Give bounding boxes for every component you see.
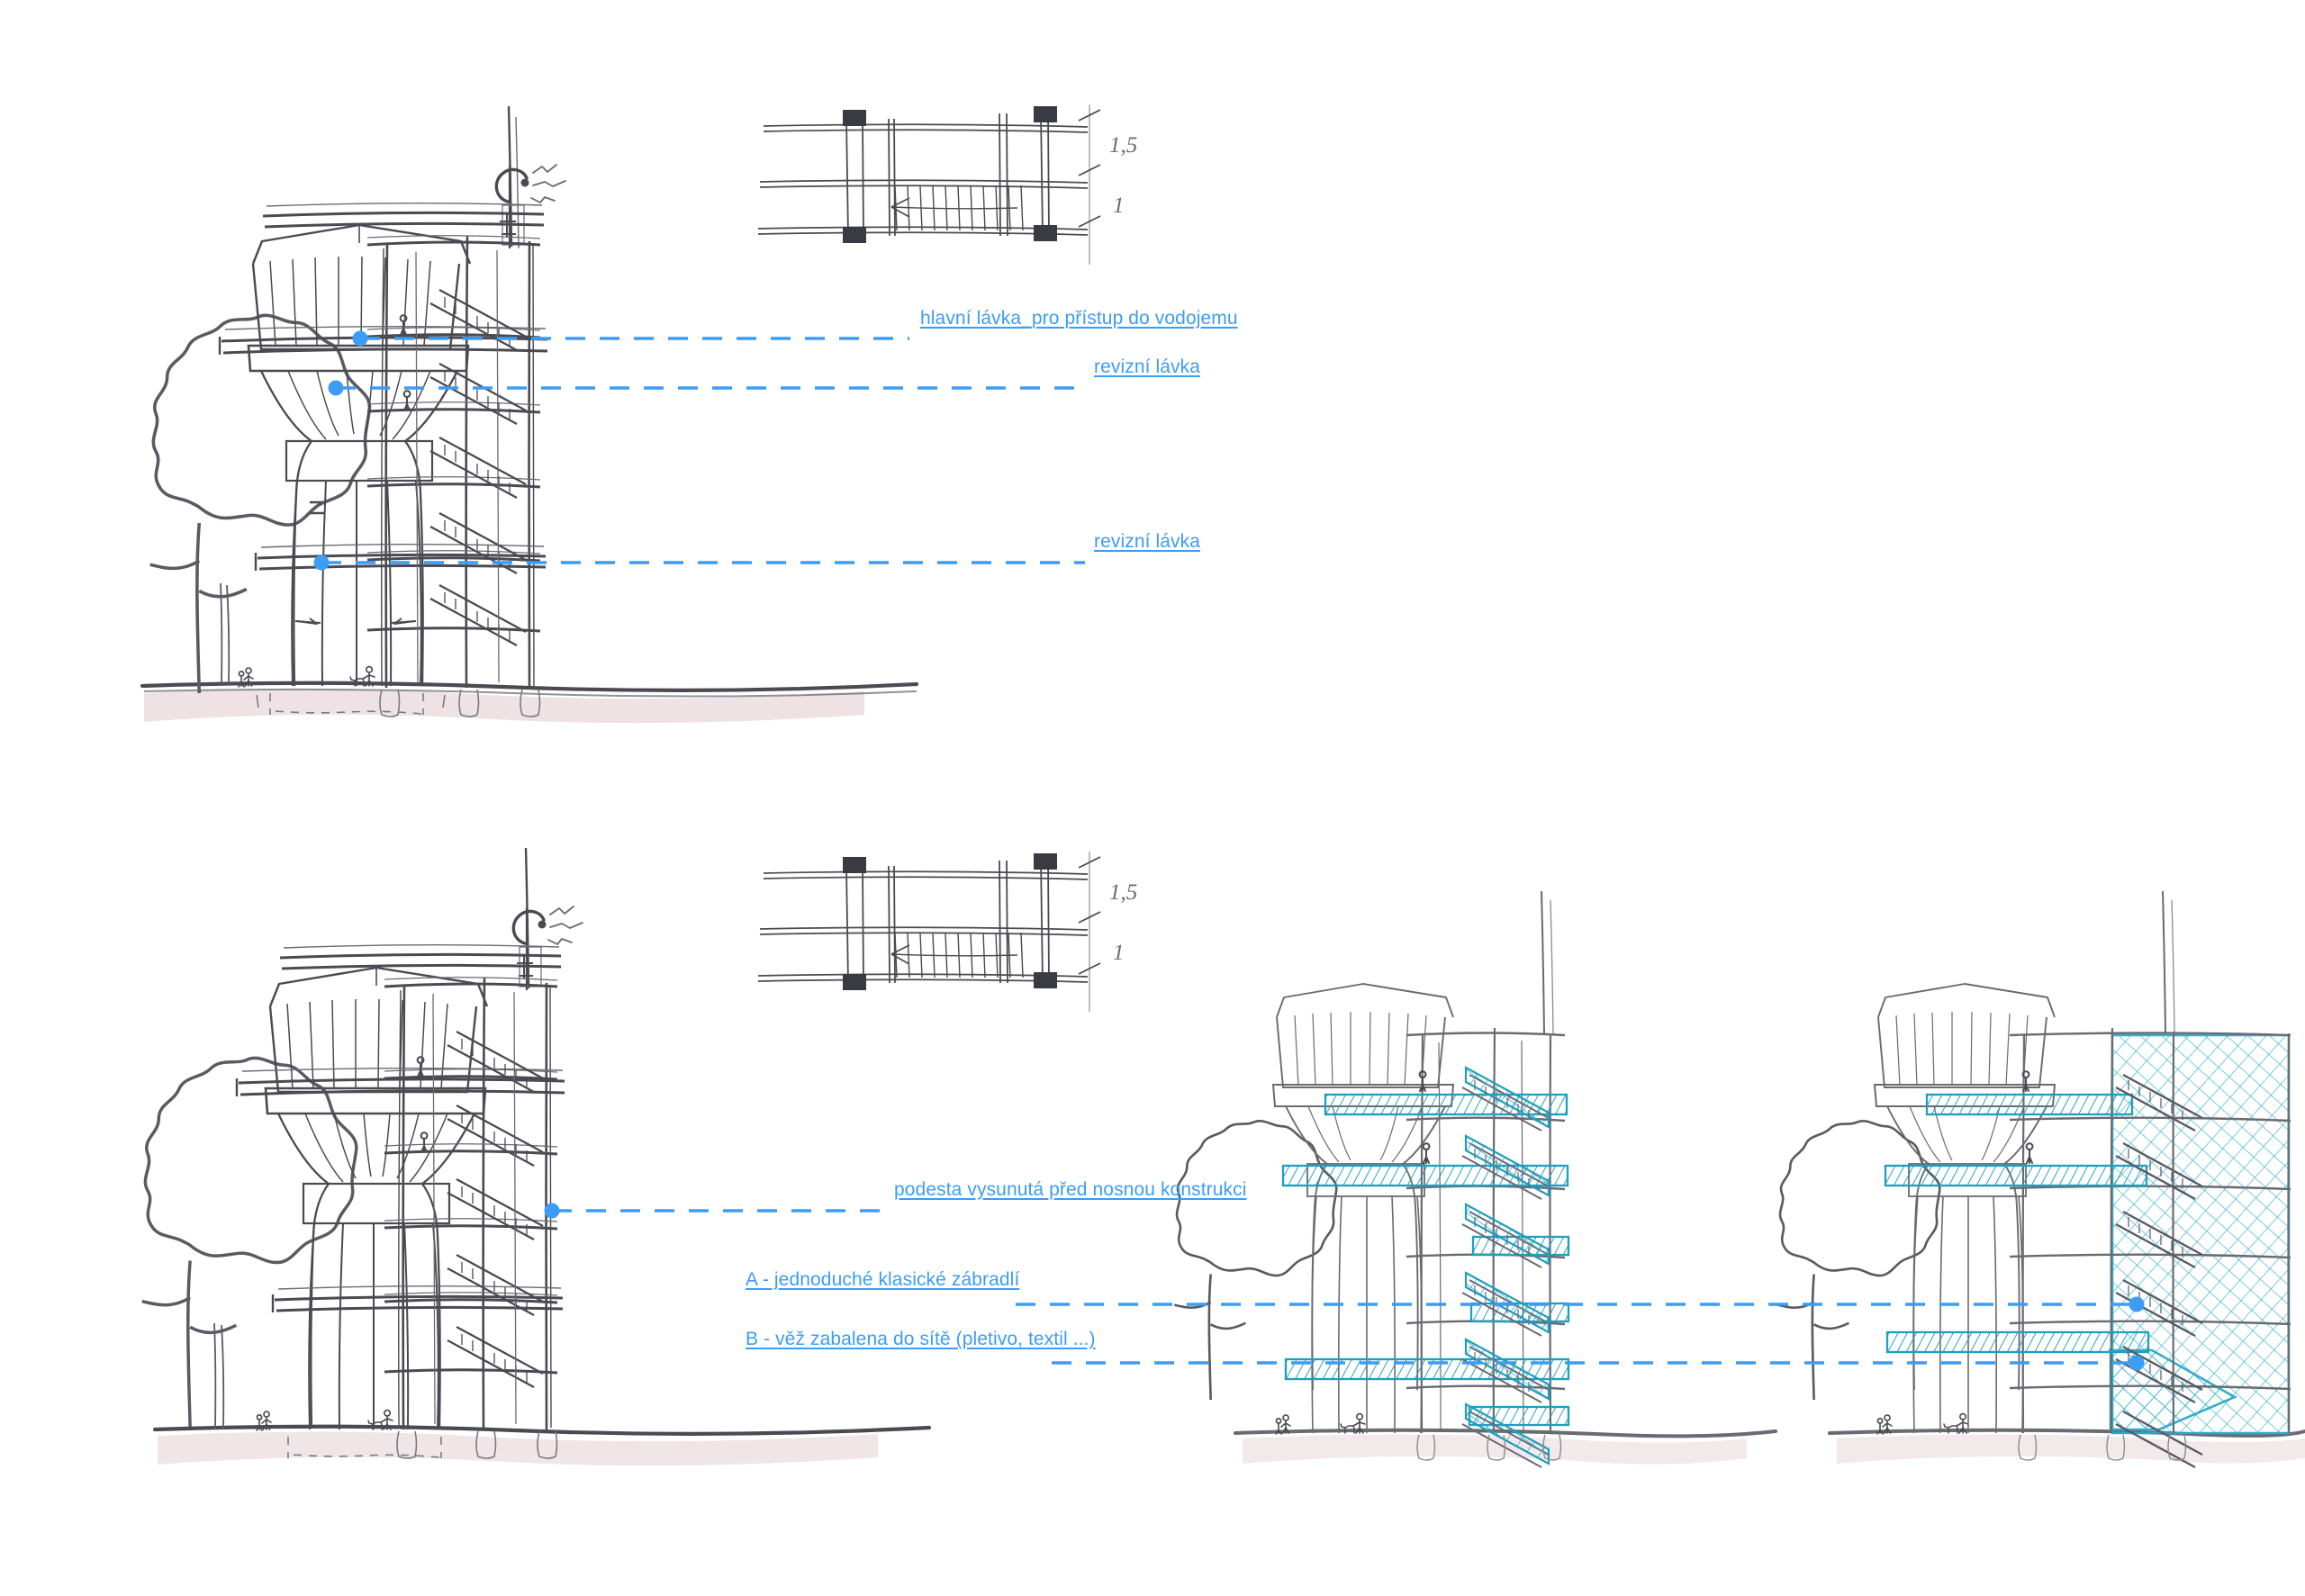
elevation-variant-a	[1173, 890, 1777, 1468]
elevation-top-left	[140, 105, 919, 724]
annotation-label-revizni-lavka-1: revizní lávka	[1094, 356, 1201, 377]
figure-on-walkway	[402, 390, 411, 411]
figure-on-walkway	[399, 314, 408, 336]
dimension-label-plan-bottom-2: 1	[1113, 941, 1125, 965]
antenna-icon	[494, 163, 567, 250]
dimension-label-plan-top-1: 1,5	[1109, 133, 1138, 158]
figure-on-walkway	[2025, 1142, 2034, 1164]
elevation-bottom-left	[140, 847, 932, 1466]
annotation-label-podesta: podesta vysunutá před nosnou konstrukci	[894, 1179, 1247, 1200]
figure-on-walkway	[1422, 1142, 1431, 1164]
figure-group	[1275, 1414, 1291, 1435]
plan-bottom	[757, 852, 1101, 1012]
net-wrap-hatch-b	[2109, 1033, 2291, 1435]
dimension-label-plan-bottom-1: 1,5	[1109, 880, 1138, 905]
figure-group	[1876, 1414, 1893, 1435]
annotation-label-hlavni-lavka: hlavní lávka_pro přístup do vodojemu	[920, 308, 1238, 329]
tree-icon	[1776, 1119, 1941, 1402]
annotation-label-variant-b: B - věž zabalena do sítě (pletivo, texti…	[746, 1329, 1096, 1349]
annotation-leaders-top	[313, 330, 1085, 571]
annotation-label-variant-a: A - jednoduché klasické zábradlí	[746, 1269, 1020, 1290]
antenna-icon	[511, 905, 584, 992]
dimension-label-plan-top-2: 1	[1113, 194, 1125, 218]
annotation-label-revizni-lavka-2: revizní lávka	[1094, 531, 1201, 552]
figure-on-walkway	[420, 1132, 429, 1153]
figure-on-walkway	[416, 1056, 425, 1078]
figure-group	[238, 667, 254, 688]
elevation-variant-b	[1776, 890, 2305, 1469]
annotation-leaders-bottom	[544, 1203, 2145, 1371]
railing-hatch-b	[1884, 1093, 2150, 1354]
plan-top	[757, 104, 1101, 265]
figure-group	[256, 1411, 272, 1431]
